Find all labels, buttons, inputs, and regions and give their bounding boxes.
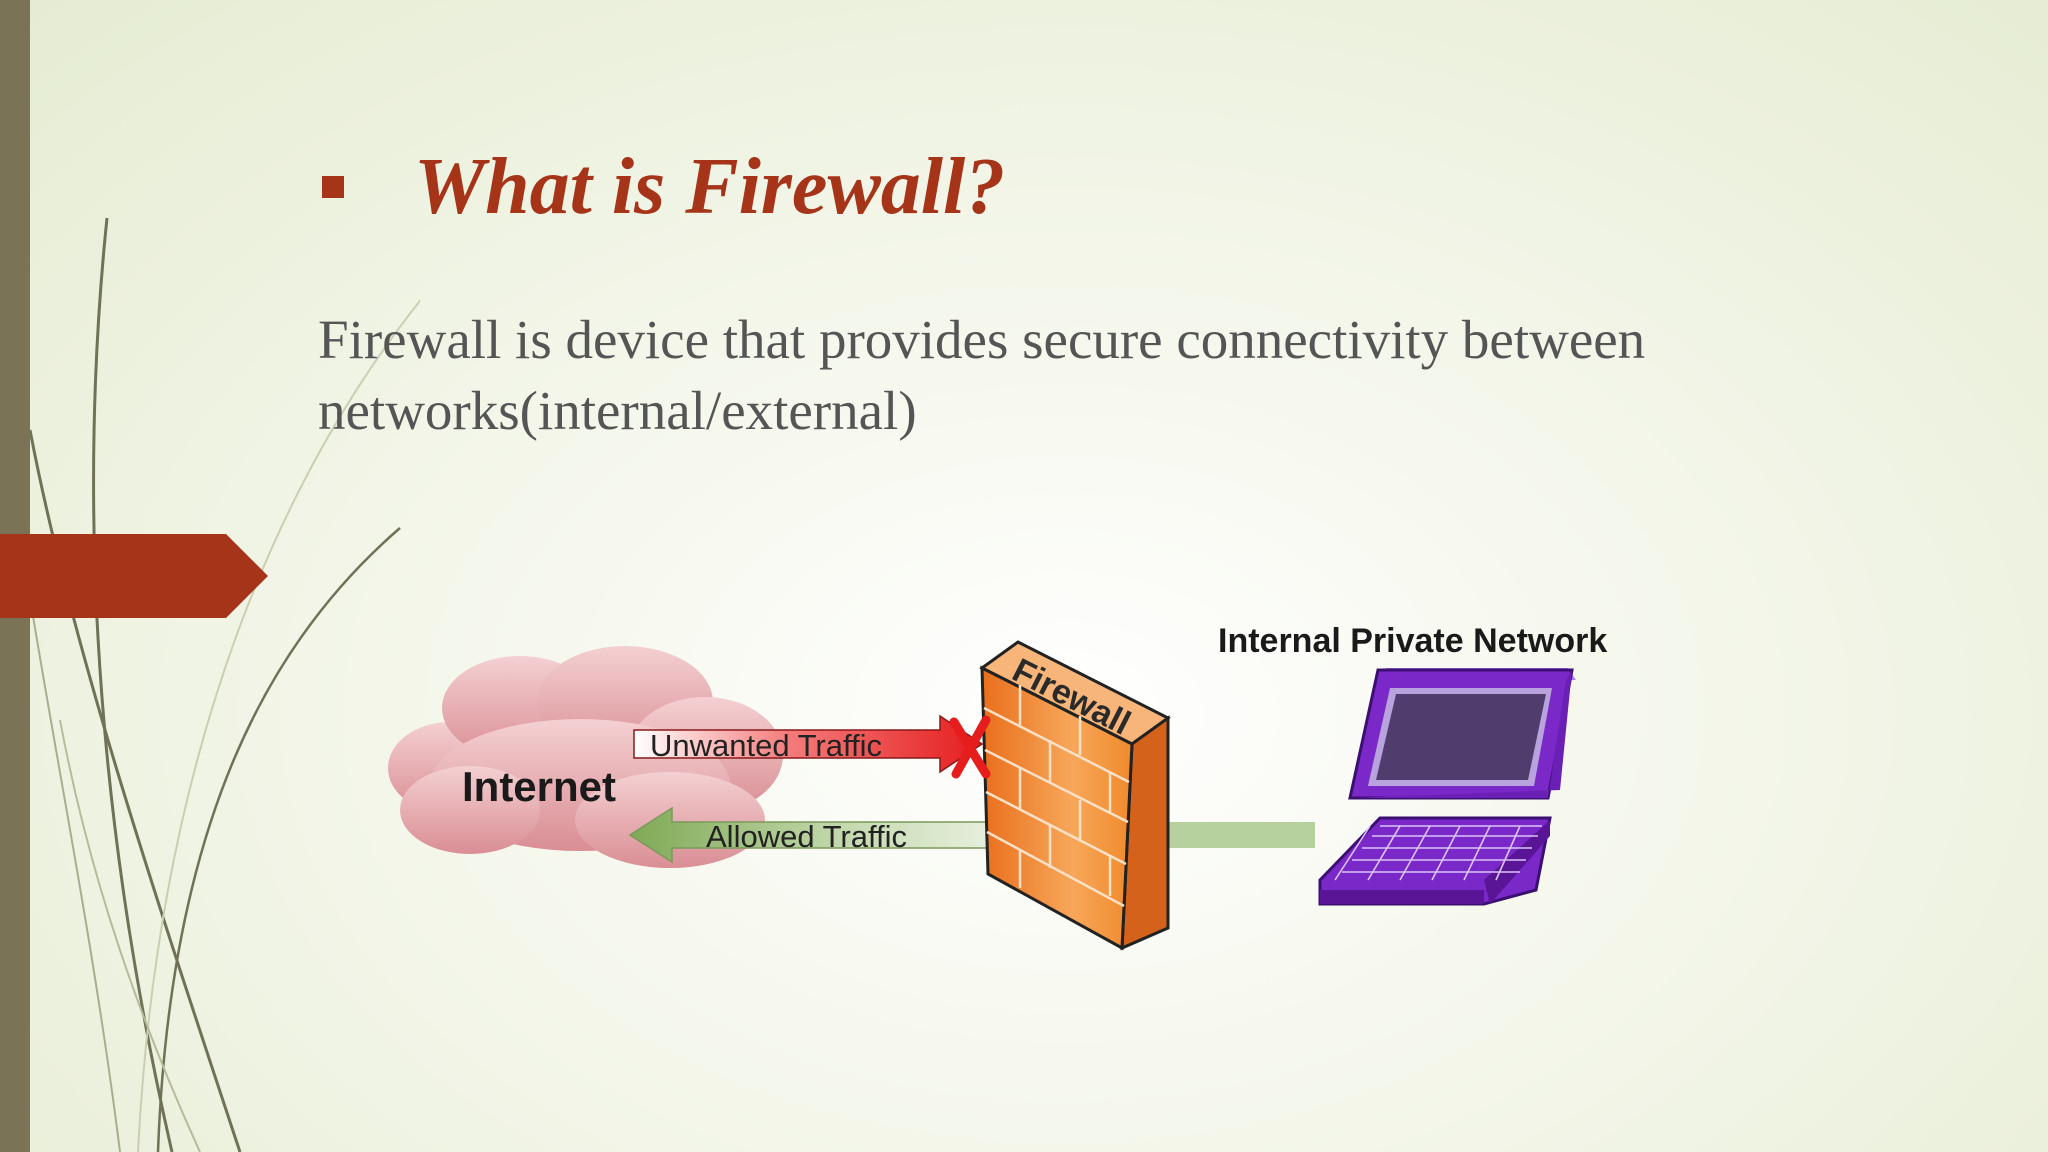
slide-title: What is Firewall? bbox=[414, 142, 1006, 231]
blocked-x-icon bbox=[949, 715, 991, 779]
firewall-brick-wall-icon bbox=[979, 640, 1171, 951]
internal-network-label: Internal Private Network bbox=[1218, 622, 1607, 660]
firewall-diagram: Firewall bbox=[388, 622, 1607, 951]
unwanted-traffic-label: Unwanted Traffic bbox=[650, 728, 882, 763]
laptop-icon bbox=[1318, 668, 1576, 906]
internet-label: Internet bbox=[462, 763, 616, 810]
red-tab-arrow bbox=[0, 534, 268, 618]
title-row: What is Firewall? bbox=[322, 132, 1005, 242]
slide-body-text: Firewall is device that provides secure … bbox=[318, 309, 1646, 441]
bullet-square-icon bbox=[322, 176, 344, 198]
allowed-traffic-label: Allowed Traffic bbox=[706, 819, 907, 854]
allowed-traffic-tail bbox=[1160, 822, 1315, 848]
